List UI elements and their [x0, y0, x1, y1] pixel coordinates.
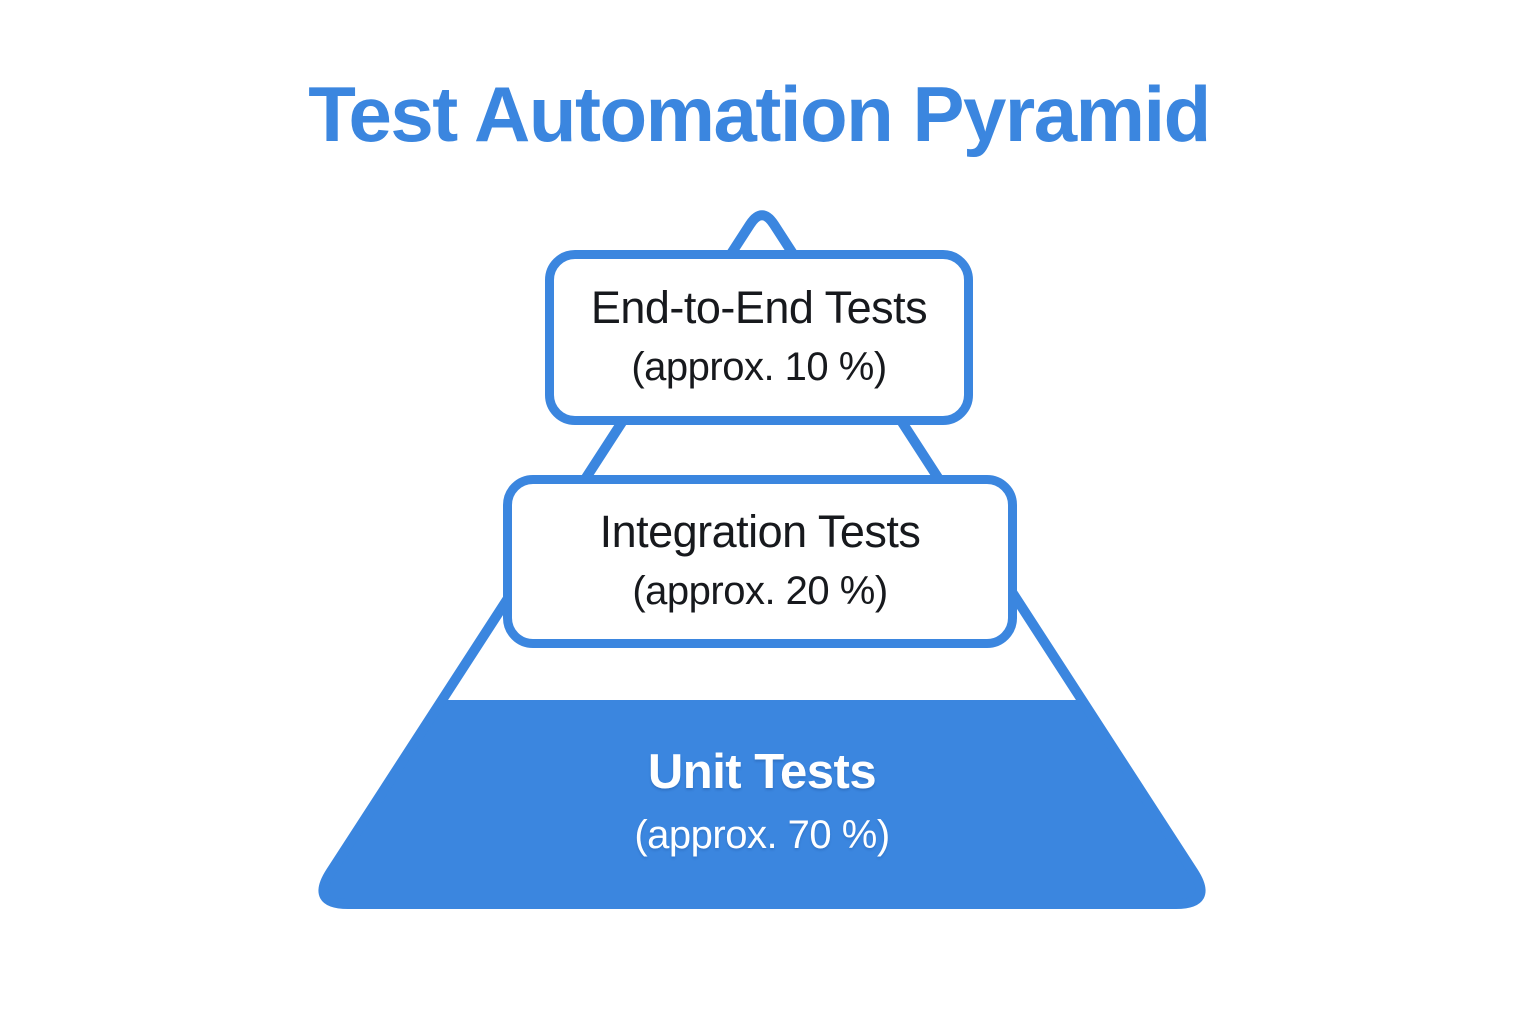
- level-share-integration: (approx. 20 %): [632, 568, 888, 613]
- pyramid-outline: [318, 210, 1206, 909]
- level-box-unit: Unit Tests (approx. 70 %): [462, 741, 1062, 867]
- level-share-unit: (approx. 70 %): [634, 813, 890, 857]
- level-label-end-to-end: End-to-End Tests: [590, 281, 928, 333]
- page-title: Test Automation Pyramid: [308, 70, 1211, 158]
- level-share-end-to-end: (approx. 10 %): [631, 344, 887, 389]
- level-box-end-to-end: End-to-End Tests (approx. 10 %): [545, 250, 973, 425]
- unit-tests-fill-band: [323, 700, 1201, 904]
- level-label-unit: Unit Tests: [647, 745, 877, 799]
- level-box-integration: Integration Tests (approx. 20 %): [503, 475, 1017, 648]
- level-label-integration: Integration Tests: [599, 505, 921, 557]
